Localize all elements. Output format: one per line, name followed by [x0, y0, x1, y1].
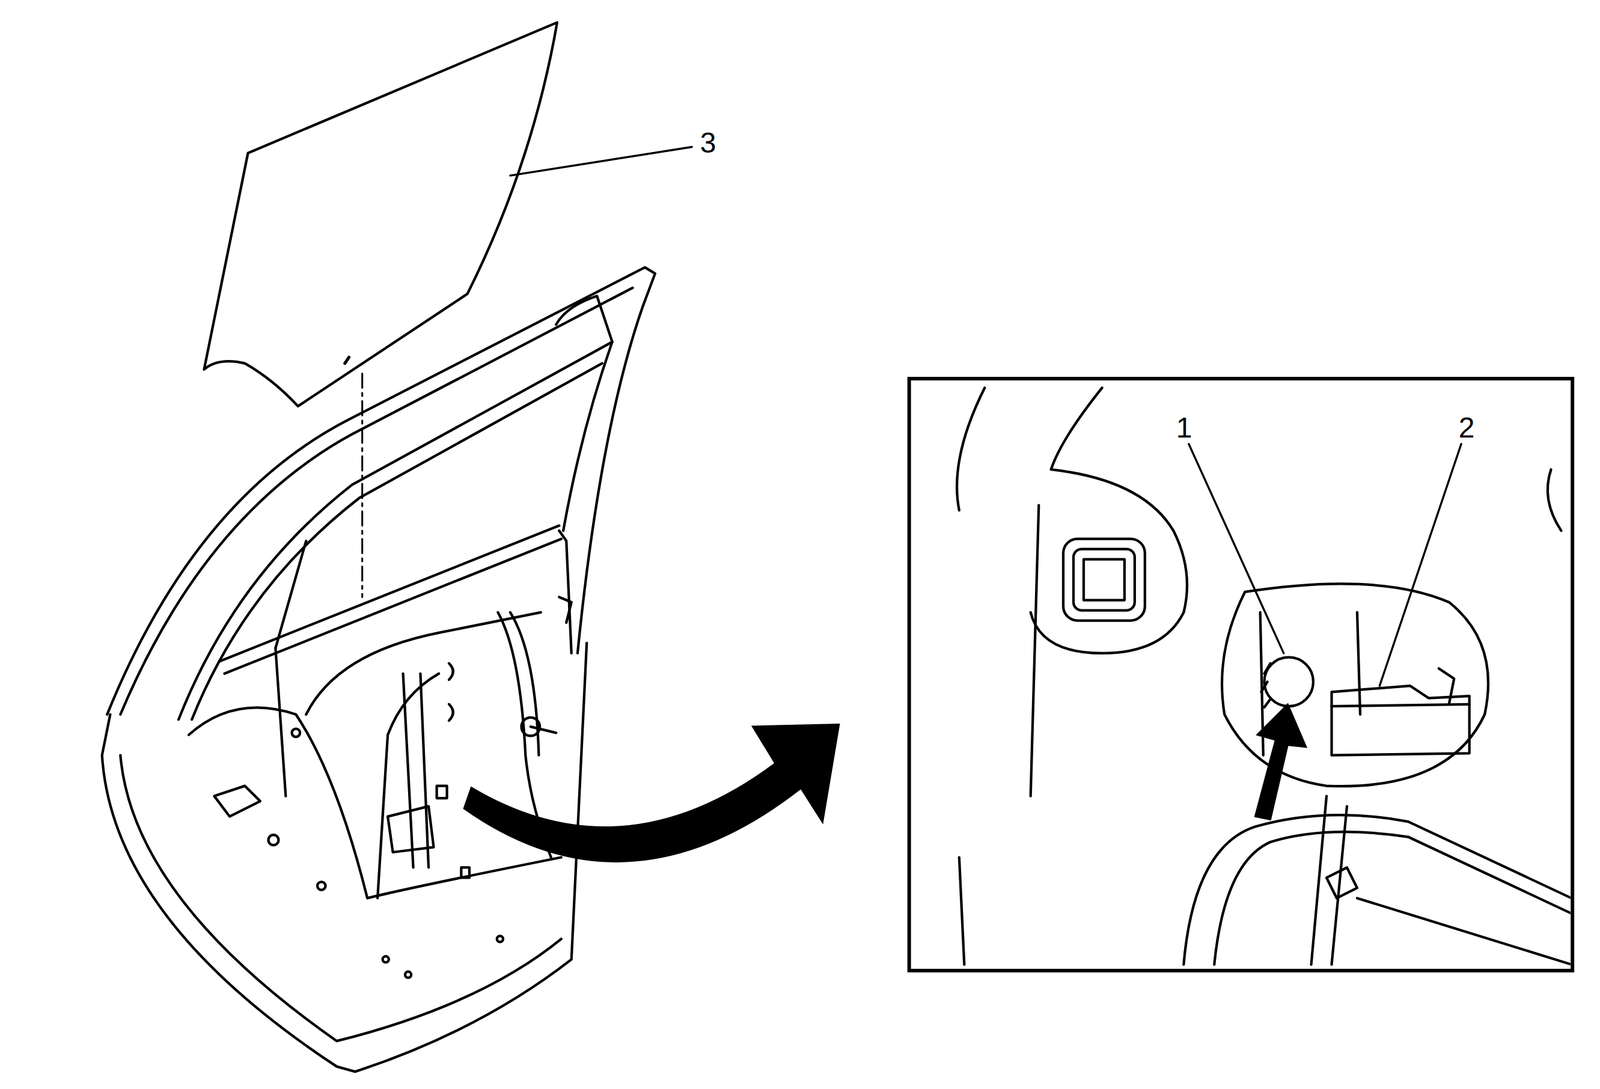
- callout-number: 1: [1176, 413, 1193, 443]
- door-frame: [106, 267, 656, 715]
- connector-2: [1331, 685, 1470, 755]
- detail-view-frame: [909, 378, 1573, 971]
- callout-number: 3: [700, 128, 717, 158]
- push-arrow: [1254, 704, 1307, 820]
- detail-arrow: [464, 724, 839, 862]
- callout-number: 2: [1458, 413, 1475, 443]
- window-glass: [204, 22, 558, 407]
- door-body: [102, 643, 587, 1072]
